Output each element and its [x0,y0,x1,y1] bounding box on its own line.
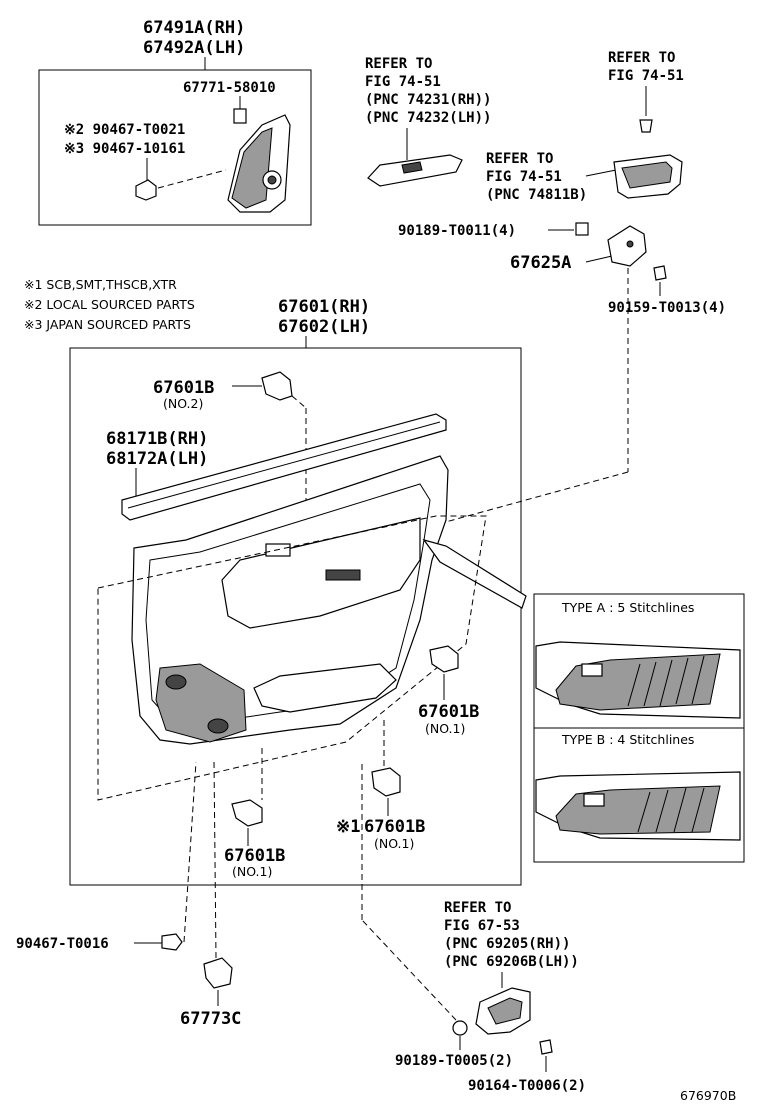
bracket-67625a [607,225,647,267]
type-a-stitch-3 [659,659,673,707]
label-screw3: 90467-T0016 [16,936,109,952]
note-3: ※3 JAPAN SOURCED PARTS [24,317,191,332]
type-b-stitch-4 [691,787,705,833]
clip-67601b-no2 [261,371,293,401]
ref4-line4: (PNC 69206B(LH)) [444,954,579,970]
label-clip-top: 67771-58010 [183,80,276,96]
ref1-line3: (PNC 74231(RH)) [365,92,491,108]
type-b-armrest [555,785,721,835]
speaker-hole-bottom [207,718,229,734]
type-a-stitch-4 [675,657,689,705]
ref2-line1: REFER TO [608,50,675,66]
label-bracket: 67625A [510,253,571,273]
type-b-switch [583,793,605,807]
dash-screw3 [183,761,197,943]
ref3-line2: FIG 74-51 [486,169,562,185]
ref1-line1: REFER TO [365,56,432,72]
nut-90189-t0011 [575,222,589,236]
nut-90189-t0005 [452,1020,468,1036]
bracket-hole [626,240,634,248]
label-panel-lh: 67602(LH) [278,317,370,337]
label-weather-rh: 68171B(RH) [106,429,208,449]
label-screw-local: ※2 90467-T0021 [64,122,185,138]
ref3-line3: (PNC 74811B) [486,187,587,203]
dash-screw-trim [157,169,227,189]
label-screw4: 90164-T0006(2) [468,1078,586,1094]
label-clip-c-sub: (NO.1) [232,864,272,879]
clip-dash-outline [97,515,487,801]
detail-arrow [422,538,527,609]
window-switch-slot [325,569,361,581]
clip-67601b-a [429,645,459,673]
type-b-stitch-2 [655,789,669,833]
switch-knob [401,161,423,174]
top-screw [639,119,653,133]
handle-lever [487,997,523,1025]
label-screw2: 90159-T0013(4) [608,300,726,316]
leader-bracket [585,255,613,263]
label-clip-a: 67601B [418,702,479,722]
drawing-number: 676970B [680,1088,736,1103]
label-weather-lh: 68172A(LH) [106,449,208,469]
label-clip-no2-sub: (NO.2) [163,396,203,411]
type-b-stitch-3 [673,787,687,833]
leader-ref3 [585,169,617,177]
label-clip-b-mark: ※1 [336,817,360,837]
screw-90467-t0016 [161,933,183,951]
clip-67773c [203,957,233,989]
ref2-line2: FIG 74-51 [608,68,684,84]
ref4-line3: (PNC 69205(RH)) [444,936,570,952]
armrest-trim-shade [231,127,273,209]
weatherstrip-line [127,421,441,509]
type-a-label: TYPE A : 5 Stitchlines [561,600,694,615]
label-panel-rh: 67601(RH) [278,297,370,317]
dash-clip-no2-a [291,395,307,409]
dash-clip-bottom [213,761,217,959]
type-a-stitch-2 [643,661,657,707]
type-a-stitch-5 [691,655,705,705]
speaker-hole-top [165,674,187,690]
label-clip-b-sub: (NO.1) [374,836,414,851]
label-clip-c: 67601B [224,846,285,866]
clip-67601b-c [231,799,263,827]
door-pocket-inner [621,161,673,189]
map-pocket [253,663,397,713]
ref4-line2: FIG 67-53 [444,918,520,934]
ref1-line2: FIG 74-51 [365,74,441,90]
label-clip-a-sub: (NO.1) [425,721,465,736]
label-screw-japan: ※3 90467-10161 [64,141,185,157]
label-clip-bottom: 67773C [180,1009,241,1029]
label-trim-rh: 67491A(RH) [143,18,245,38]
screw-90159 [653,265,667,281]
door-panel-box [69,347,522,886]
note-2: ※2 LOCAL SOURCED PARTS [24,297,195,312]
type-a-switch [581,663,603,677]
ref4-line1: REFER TO [444,900,511,916]
label-clip-no2: 67601B [153,378,214,398]
type-a-stitch-1 [627,663,641,707]
type-b-stitch-1 [637,791,651,833]
screw-90164 [539,1039,553,1055]
screw-90467 [135,179,157,201]
clip-67771 [233,108,247,124]
trim-kit-box [38,69,312,226]
label-clip-b: 67601B [364,817,425,837]
ref1-line4: (PNC 74232(LH)) [365,110,491,126]
label-trim-lh: 67492A(LH) [143,38,245,58]
clip-67601b-b [371,767,401,797]
weatherstrip [121,413,447,521]
label-nut1: 90189-T0011(4) [398,223,516,239]
ref3-line1: REFER TO [486,151,553,167]
label-nut2: 90189-T0005(2) [395,1053,513,1069]
trim-switch-center [267,175,277,185]
type-b-label: TYPE B : 4 Stitchlines [561,732,694,747]
dash-nut2-a [361,919,457,1021]
note-1: ※1 SCB,SMT,THSCB,XTR [24,277,177,292]
